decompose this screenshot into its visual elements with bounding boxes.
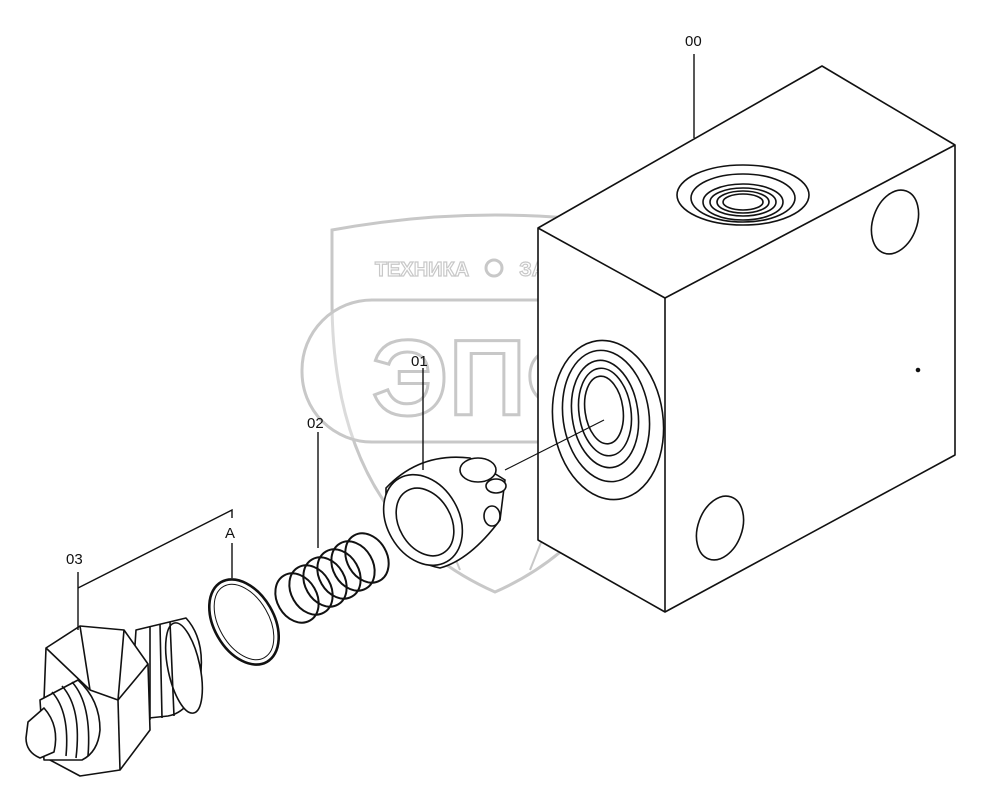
mount-hole-lower [695,495,745,561]
poppet [382,368,507,569]
poppet-bore-inner [395,487,455,557]
gear-icon [484,258,504,278]
callout-plug: 03 [66,551,83,568]
callout-poppet: 01 [411,353,428,370]
mount-hole-upper [870,189,920,255]
top-port-outer [676,164,810,226]
callout-spring: 02 [307,415,324,432]
side-port-outer [551,339,665,501]
callout-bracket [77,508,233,589]
plug [25,572,204,777]
callout-oring: A [225,525,236,542]
top-port-rim [690,173,796,223]
valve-housing [504,54,956,613]
watermark-text-left: ТЕХНИКА [375,259,469,281]
o-ring [208,543,280,666]
spring [274,432,390,624]
callout-housing: 00 [685,33,702,50]
